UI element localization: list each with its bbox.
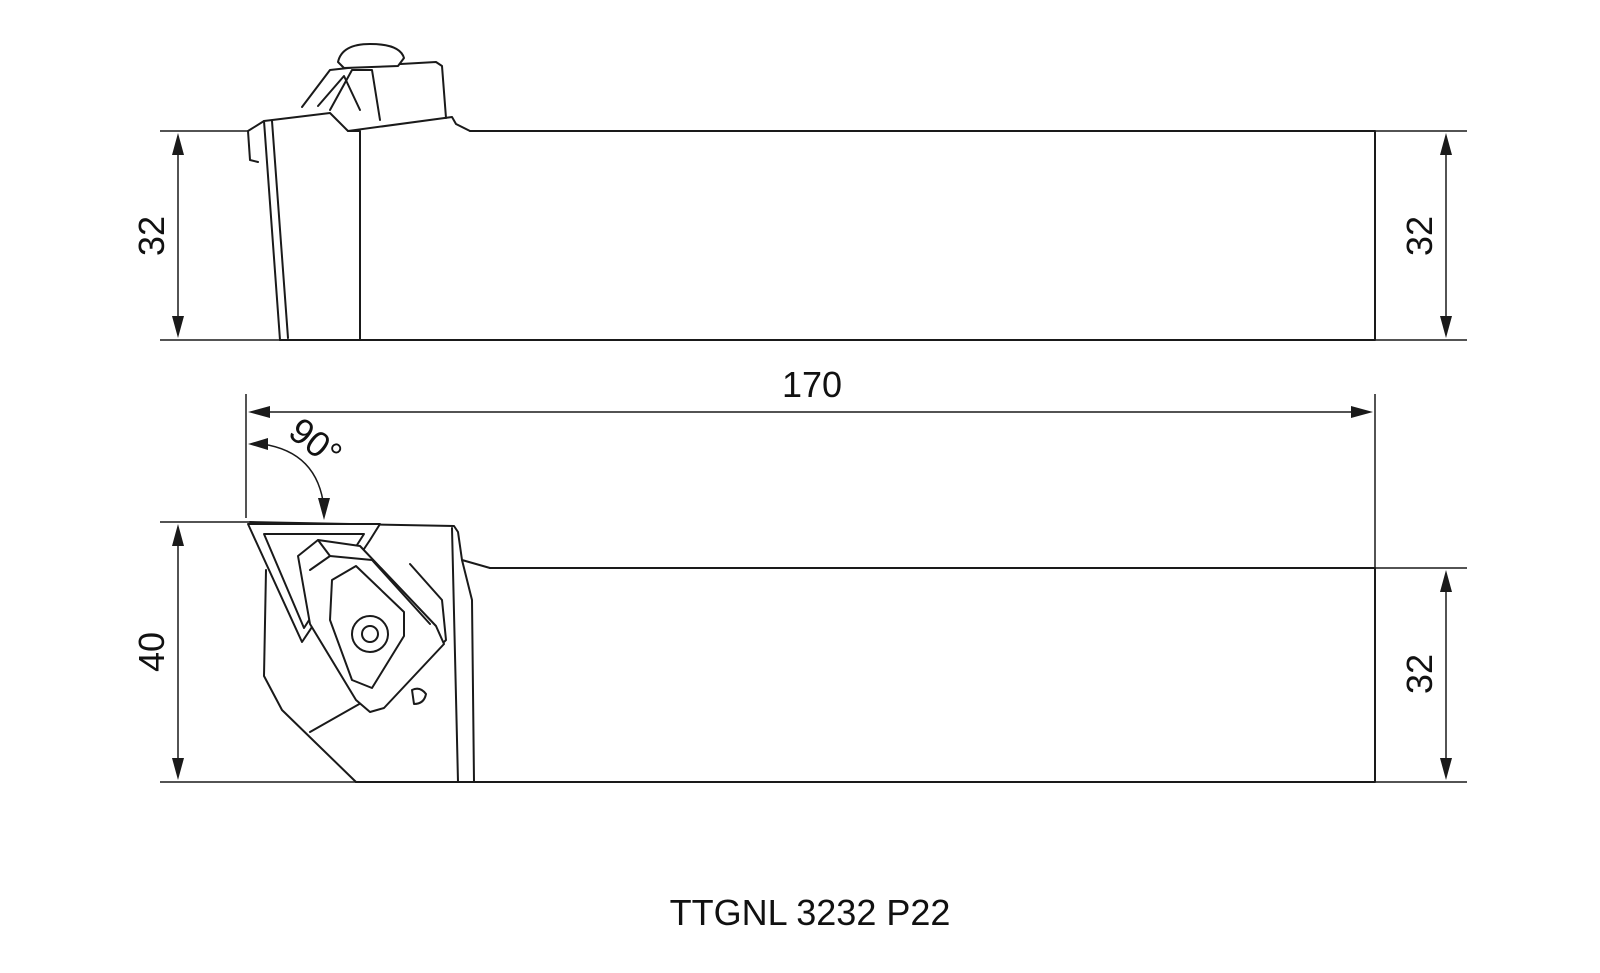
top-head-body-line (451, 527, 459, 783)
approach-angle-label: 90° (282, 409, 350, 475)
side-head-top (347, 116, 471, 132)
clamp-screw-hex-icon (361, 625, 379, 643)
side-view: 32 32 (131, 43, 1467, 341)
side-height-left-label: 32 (131, 216, 172, 256)
side-dim-left-arrow-top (172, 133, 184, 155)
angle-dimension: 90° (248, 409, 350, 520)
angle-arc (261, 443, 325, 509)
side-head-lip (247, 120, 265, 163)
side-shank-outline (279, 130, 1376, 341)
side-clamp-screw-icon (337, 43, 405, 69)
side-height-right-label: 32 (1399, 216, 1440, 256)
overall-length-label: 170 (782, 364, 842, 405)
side-dim-right-arrow-top (1440, 133, 1452, 155)
length-dimension: 170 (245, 364, 1376, 770)
part-number-label: TTGNL 3232 P22 (670, 892, 951, 933)
side-clamp-outline (301, 61, 447, 119)
top-view: 40 32 (131, 521, 1467, 783)
top-head-top (249, 521, 491, 569)
clamp-screw-icon (351, 615, 389, 653)
top-dim-left-arrow-bottom (172, 758, 184, 780)
side-dim-left-arrow-bottom (172, 316, 184, 338)
length-arrow-right (1351, 406, 1373, 418)
clamp-pin-icon (411, 687, 427, 705)
clamp-plate-face (329, 565, 405, 689)
angle-arrow-top (248, 438, 268, 450)
top-width-label: 40 (131, 632, 172, 672)
shank-width-label: 32 (1399, 654, 1440, 694)
top-dim-right-arrow-bottom (1440, 758, 1452, 780)
length-arrow-left (248, 406, 270, 418)
angle-arrow-bottom (318, 498, 330, 520)
top-dim-right-arrow-top (1440, 570, 1452, 592)
side-head-front (263, 112, 361, 341)
top-head-step (461, 559, 475, 783)
top-shank-outline (355, 567, 1376, 783)
side-clamp-lever (317, 75, 361, 111)
side-head-edge (271, 120, 289, 339)
top-head-left-contour (263, 569, 357, 783)
top-dim-left-arrow-top (172, 524, 184, 546)
side-clamp-inner (329, 69, 381, 121)
clamp-plate-edge (309, 555, 331, 571)
side-dim-right-arrow-bottom (1440, 316, 1452, 338)
clamp-plate-ridge (317, 539, 431, 625)
